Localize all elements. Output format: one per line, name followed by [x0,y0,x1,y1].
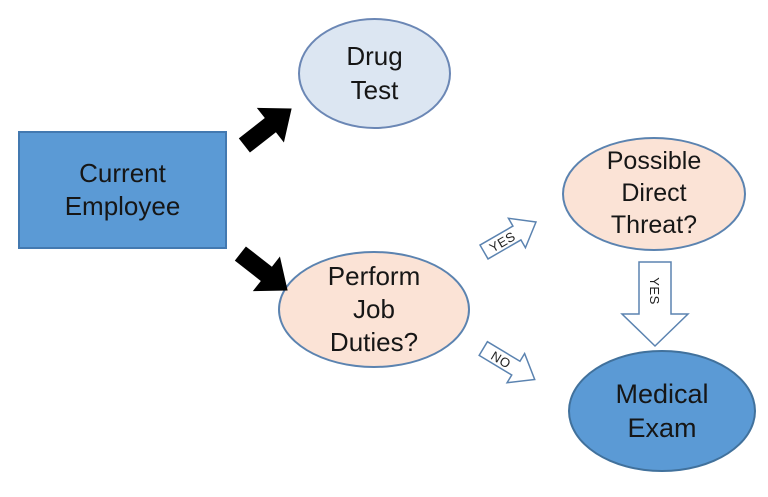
connector-label-yes: YES [647,277,663,305]
arrow-threat-to-exam: YES [620,261,690,348]
outlined-block-arrow-icon [478,340,536,384]
node-label-line: Current [79,157,166,188]
block-arrow-shape [620,261,690,348]
node-label-line: Medical [615,378,709,409]
node-label-line: Exam [627,413,697,443]
node-label-line: Possible [606,147,702,176]
outlined-block-arrow-icon [478,217,538,260]
node-medical-exam: Medical Exam [568,350,756,472]
node-drug-test: Drug Test [298,18,451,129]
node-label-line: Drug [346,41,403,72]
block-arrow-shape [238,107,292,153]
black-block-arrow-icon [234,246,288,292]
arrow-duties-to-threat: YES [476,207,545,266]
node-label-line: Threat? [610,210,698,239]
node-label-line: Job [353,293,395,324]
node-label-line: Employee [64,191,181,221]
node-label-line: Perform [327,260,421,291]
node-label-line: Test [350,74,399,105]
node-current-employee: Current Employee [18,131,227,249]
outlined-block-arrow-icon [620,261,690,348]
arrow-employee-to-perform-duties [227,236,301,308]
arrow-duties-to-exam: NO [475,334,544,394]
node-perform-job-duties: Perform Job Duties? [278,251,470,368]
node-possible-direct-threat: Possible Direct Threat? [562,137,746,251]
node-label-line: Direct [621,179,687,208]
node-label-line: Duties? [329,327,419,357]
arrow-employee-to-drug-test [231,91,305,163]
block-arrow-shape [234,246,288,292]
block-arrow-shape [478,340,536,384]
black-block-arrow-icon [238,107,292,153]
block-arrow-shape [478,217,538,260]
